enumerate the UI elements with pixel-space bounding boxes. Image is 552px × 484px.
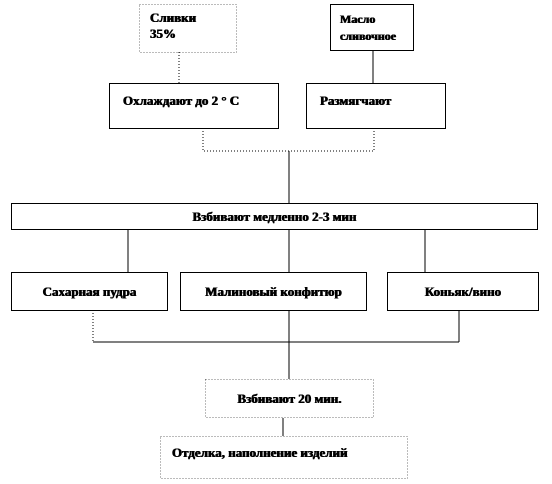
confiture-box: Малиновый конфитюр xyxy=(180,272,367,311)
whip-slow-box-label: Взбивают медленно 2-3 мин xyxy=(192,208,357,224)
cream-box-line2: 35% xyxy=(150,26,176,41)
cool-box-label: Охлаждают до 2 ° С xyxy=(123,93,240,108)
sugar-box-label: Сахарная пудра xyxy=(42,283,137,299)
finish-box: Отделка, наполнение изделий xyxy=(160,436,408,479)
cream-box-border xyxy=(139,4,237,53)
cognac-box: Коньяк/вино xyxy=(387,272,539,311)
butter-box: Масло сливочное xyxy=(330,4,414,51)
whip-slow-box: Взбивают медленно 2-3 мин xyxy=(11,203,538,230)
sugar-box: Сахарная пудра xyxy=(11,272,168,311)
connector-merge-top xyxy=(202,128,375,152)
cream-box: Сливки 35% xyxy=(139,4,237,53)
butter-box-line2: сливочное xyxy=(340,29,397,43)
butter-box-line1: Масло xyxy=(340,12,376,26)
whip-20-box-border xyxy=(205,379,374,418)
soften-box: Размягчают xyxy=(306,83,446,129)
cream-box-line1: Сливки xyxy=(150,10,197,25)
whip-20-box-label: Взбивают 20 мин. xyxy=(237,390,342,406)
finish-box-border xyxy=(160,436,408,479)
whip-20-box: Взбивают 20 мин. xyxy=(205,379,374,418)
cool-box: Охлаждают до 2 ° С xyxy=(109,83,279,129)
confiture-box-label: Малиновый конфитюр xyxy=(205,283,342,299)
cognac-box-label: Коньяк/вино xyxy=(424,283,502,299)
finish-box-label: Отделка, наполнение изделий xyxy=(172,445,348,460)
soften-box-label: Размягчают xyxy=(320,93,392,108)
